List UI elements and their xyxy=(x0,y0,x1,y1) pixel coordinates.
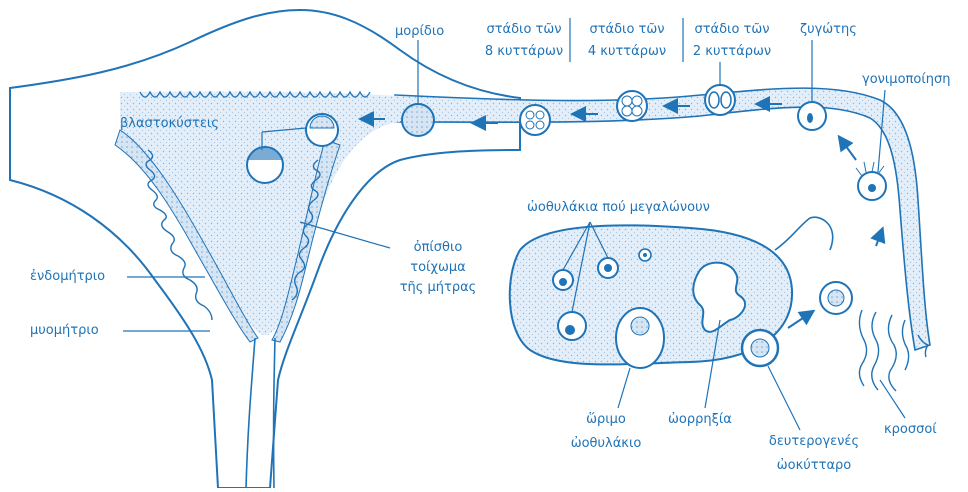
cell-2-stage xyxy=(705,85,735,115)
label-posterior-wall-1: ὀπίσθιο xyxy=(392,240,484,256)
label-myometrium: μυομήτριο xyxy=(30,323,99,339)
follicle-tiny xyxy=(639,249,651,261)
label-mature-follicle-1: ὥριμο xyxy=(560,412,652,428)
label-endometrium: ἐνδομήτριο xyxy=(30,269,105,285)
label-stage8-line2: 8 κυττάρων xyxy=(478,44,570,60)
cell-morula xyxy=(402,104,434,136)
cell-4-stage xyxy=(617,91,647,121)
label-stage8-line1: στάδιο τῶν xyxy=(478,22,570,38)
label-secondary-oocyte-1: δευτερογενές xyxy=(748,434,880,450)
blastocyst-upper xyxy=(306,114,338,146)
label-stage4-line1: στάδιο τῶν xyxy=(574,22,680,38)
follicle-medium xyxy=(558,312,586,340)
label-posterior-wall-2: τοίχωμα xyxy=(392,260,484,276)
cell-8-stage xyxy=(520,105,550,135)
label-secondary-oocyte-2: ὠοκύτταρο xyxy=(748,458,880,474)
label-fertilization: γονιμοποίηση xyxy=(862,72,950,88)
label-posterior-wall-3: τῆς μήτρας xyxy=(392,280,484,296)
label-growing-follicles: ὠοθυλάκια πού μεγαλώνουν xyxy=(527,200,710,216)
label-stage2-line2: 2 κυττάρων xyxy=(686,44,778,60)
cell-fertilization xyxy=(856,162,886,200)
cell-secondary-oocyte xyxy=(742,330,778,366)
label-fimbriae: κροσσοί xyxy=(884,422,937,438)
label-stage2-line1: στάδιο τῶν xyxy=(686,22,778,38)
blastocyst-implanting xyxy=(247,147,283,183)
label-ovulation: ὠορρηξία xyxy=(668,412,732,428)
follicle-mature xyxy=(616,308,664,368)
cell-zygote xyxy=(798,102,826,130)
cell-released-oocyte xyxy=(820,282,852,314)
ovarian-ligament xyxy=(775,217,833,250)
label-stage4-line2: 4 κυττάρων xyxy=(574,44,680,60)
follicle-small-2 xyxy=(598,258,618,278)
follicle-small-1 xyxy=(553,270,573,290)
label-morula: μορίδιο xyxy=(395,24,444,40)
label-zygote: ζυγώτης xyxy=(800,22,857,38)
label-blastocysts: βλαστοκύστεις xyxy=(120,116,219,132)
label-mature-follicle-2: ὠοθυλάκιο xyxy=(546,436,666,452)
